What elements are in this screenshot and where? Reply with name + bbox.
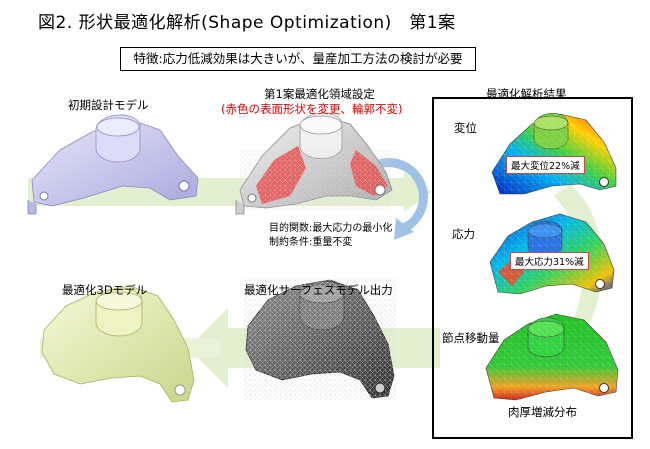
initial-model-shape [27,114,199,215]
feature-box: 特徴:応力低減効果は大きいが、量産加工方法の検討が必要 [120,47,476,71]
nodal-label: 節点移動量 [442,331,500,345]
displacement-contour-shape [490,110,620,200]
nodal-caption: 肉厚増減分布 [508,405,577,419]
stress-callout: 最大応力31%減 [510,252,589,270]
displacement-label: 変位 [454,121,477,135]
region-model-shape [235,112,393,215]
displacement-callout: 最大変位22%減 [506,156,585,174]
optimized-3d-shape [41,285,195,403]
region-title-label: 第1案最適化領域設定 [264,87,375,101]
constraint-label: 制約条件:重量不変 [269,237,353,248]
region-note-label: (赤色の表面形状を変更、輪郭不変) [221,102,403,116]
stress-label: 応力 [452,227,475,241]
objective-label: 目的関数:最大応力の最小化 [269,223,393,234]
figure-title: 図2. 形状最適化解析(Shape Optimization) 第1案 [38,13,456,33]
surface-mesh-shape [244,278,396,400]
results-box [432,97,633,439]
initial-model-label: 初期設計モデル [68,98,149,112]
stress-contour-shape [488,210,618,298]
surface-output-label: 最適化サーフェスモデル出力 [244,283,393,297]
optimized-3d-label: 最適化3Dモデル [62,283,148,297]
nodal-contour-shape [484,310,622,402]
